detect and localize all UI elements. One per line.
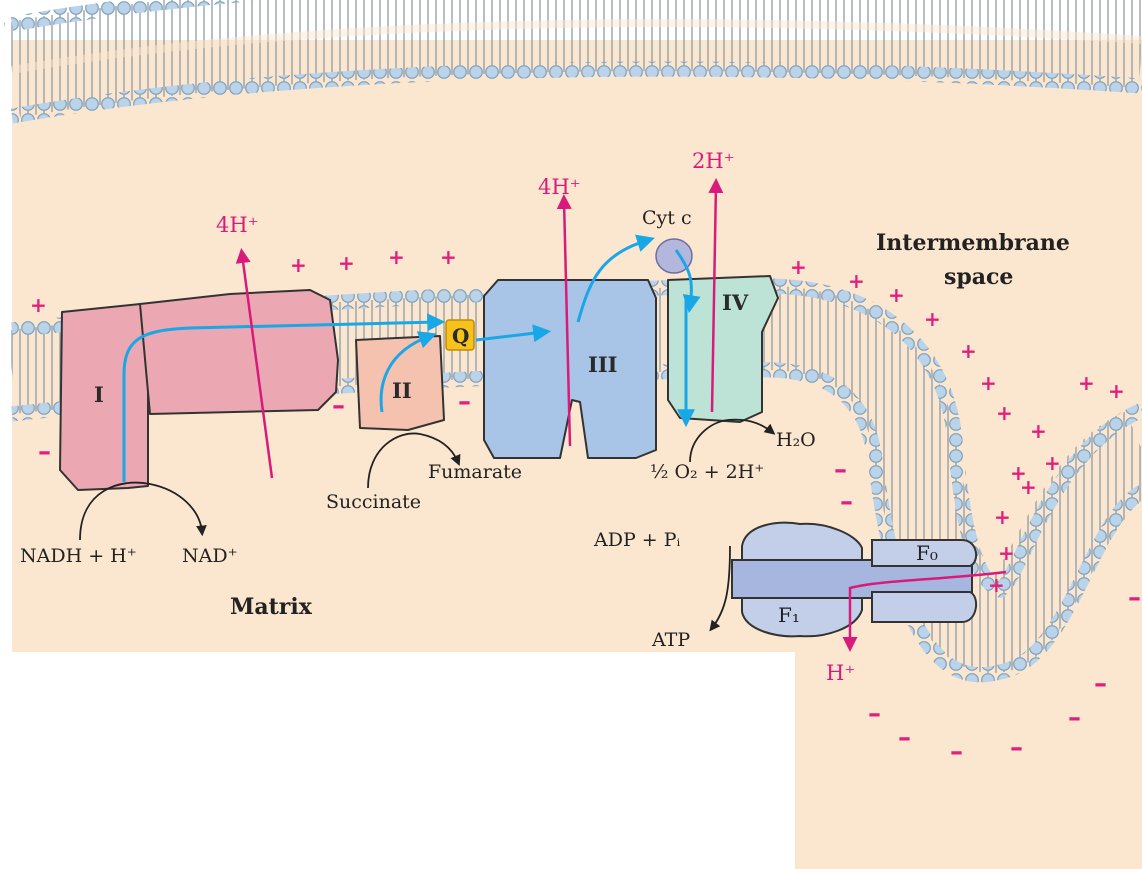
plus-charge: + [1044, 451, 1061, 475]
minus-charge: – [1094, 669, 1107, 699]
plus-charge: + [924, 307, 941, 331]
f0-label: F₀ [916, 541, 938, 565]
nad-label: NAD⁺ [182, 545, 238, 567]
matrix-label: Matrix [230, 594, 313, 620]
minus-charge: – [1010, 733, 1023, 763]
quinone-q[interactable]: Q [446, 320, 474, 350]
plus-charge: + [338, 251, 355, 275]
minus-charge: – [1068, 703, 1081, 733]
atp-label: ATP [651, 629, 690, 651]
minus-charge: – [868, 699, 881, 729]
complex-i-label: I [94, 382, 104, 407]
h2o-label: H₂O [776, 429, 816, 451]
minus-charge: – [458, 387, 471, 417]
plus-charge: + [1078, 371, 1095, 395]
succinate-label: Succinate [326, 491, 421, 513]
f1-label: F₁ [778, 603, 800, 627]
plus-charge: + [1030, 419, 1047, 443]
plus-charge: + [960, 339, 977, 363]
fumarate-label: Fumarate [428, 461, 522, 483]
atp-synthase[interactable]: F₀ F₁ [732, 523, 976, 637]
nadh-label: NADH + H⁺ [20, 545, 137, 567]
intermembrane-space-region [12, 40, 1142, 869]
oxygen-label: ½ O₂ + 2H⁺ [650, 461, 764, 483]
cyt-c-label: Cyt c [642, 207, 692, 229]
proton-label-complex-iv: 2H⁺ [692, 149, 735, 173]
proton-label-complex-iii: 4H⁺ [538, 175, 581, 199]
minus-charge: – [332, 391, 345, 421]
adp-label: ADP + Pᵢ [593, 529, 681, 551]
h-plus-label: H⁺ [826, 661, 855, 685]
complex-ii[interactable]: II [356, 336, 444, 430]
minus-charge: – [898, 723, 911, 753]
quinone-label: Q [452, 324, 469, 348]
complex-iii-label: III [588, 352, 617, 377]
plus-charge: + [996, 401, 1013, 425]
plus-charge: + [998, 541, 1015, 565]
plus-charge: + [30, 293, 47, 317]
minus-charge: – [950, 737, 963, 767]
intermembrane-space-label: Intermembrane [876, 230, 1070, 256]
plus-charge: + [980, 371, 997, 395]
plus-charge: + [994, 505, 1011, 529]
complex-iv-label: IV [722, 290, 749, 315]
plus-charge: + [848, 269, 865, 293]
plus-charge: + [888, 283, 905, 307]
plus-charge: + [988, 573, 1005, 597]
intermembrane-space-label-2: space [944, 264, 1013, 290]
minus-charge: – [834, 455, 847, 485]
plus-charge: + [388, 245, 405, 269]
plus-charge: + [1020, 475, 1037, 499]
plus-charge: + [290, 253, 307, 277]
minus-charge: – [1128, 583, 1141, 613]
proton-label-complex-i: 4H⁺ [216, 213, 259, 237]
plus-charge: + [1108, 379, 1125, 403]
plus-charge: + [790, 255, 807, 279]
plus-charge: + [440, 245, 457, 269]
minus-charge: – [38, 437, 51, 467]
minus-charge: – [840, 487, 853, 517]
complex-ii-label: II [392, 378, 412, 403]
